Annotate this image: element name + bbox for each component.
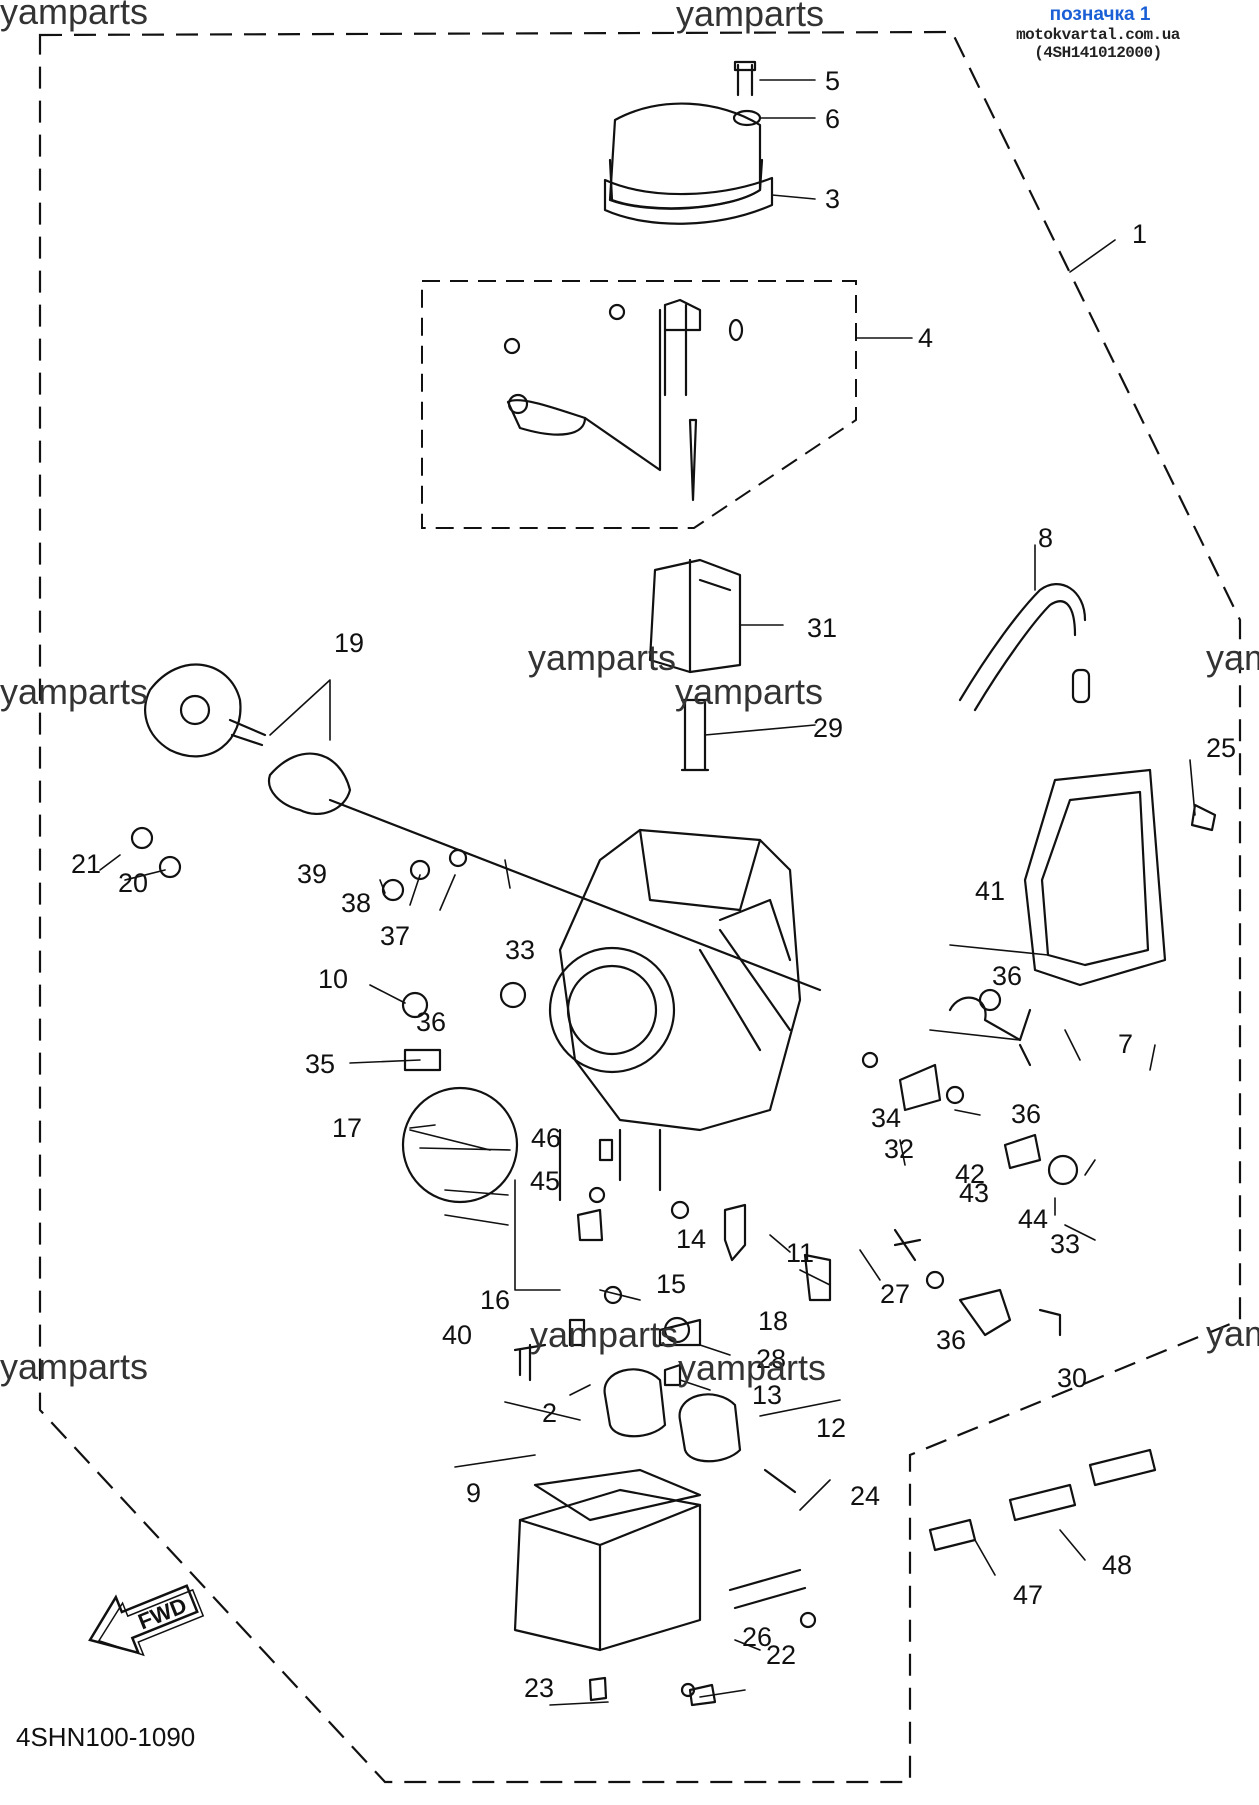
float-part: [603, 1368, 742, 1463]
callout-38: 38: [341, 888, 371, 918]
diagram-code: 4SHN100-1090: [16, 1722, 196, 1752]
callout-13: 13: [752, 1380, 782, 1410]
vent-hose-part: [958, 583, 1091, 712]
callout-36: 36: [992, 961, 1022, 991]
callout-labels: 1234567891011121314151617181920212223242…: [71, 66, 1236, 1703]
callout-19: 19: [334, 628, 364, 658]
callout-33: 33: [505, 935, 535, 965]
callout-48: 48: [1102, 1550, 1132, 1580]
callout-40: 40: [442, 1320, 472, 1350]
callout-37: 37: [380, 921, 410, 951]
callout-47: 47: [1013, 1580, 1043, 1610]
callout-34: 34: [871, 1103, 901, 1133]
carburetor-body: [548, 828, 802, 1202]
callout-18: 18: [758, 1306, 788, 1336]
watermark-text: yamparts: [1206, 637, 1259, 678]
callout-42: 42: [955, 1159, 985, 1189]
callout-7: 7: [1118, 1029, 1133, 1059]
watermark-text: yamparts: [0, 1346, 148, 1387]
callout-20: 20: [118, 868, 148, 898]
callout-23: 23: [524, 1673, 554, 1703]
callout-8: 8: [1038, 523, 1053, 553]
top-cover-part: [603, 60, 774, 225]
callout-29: 29: [813, 713, 843, 743]
callout-36: 36: [936, 1325, 966, 1355]
watermark-text: yamparts: [0, 671, 148, 712]
callout-12: 12: [816, 1413, 846, 1443]
callout-22: 22: [766, 1640, 796, 1670]
callout-26: 26: [742, 1622, 772, 1652]
callout-5: 5: [825, 66, 840, 96]
callout-3: 3: [825, 184, 840, 214]
callout-36: 36: [416, 1007, 446, 1037]
callout-32: 32: [884, 1134, 914, 1164]
watermark-text: yamparts: [530, 1314, 678, 1355]
needle-assembly-part: [503, 298, 744, 502]
callout-10: 10: [318, 964, 348, 994]
pin-parts: [728, 1448, 1157, 1610]
needle-assembly-boundary: [421, 280, 857, 529]
header-label: позначка 1: [1049, 4, 1151, 25]
callout-43: 43: [959, 1178, 989, 1208]
callout-11: 11: [786, 1238, 814, 1268]
callout-21: 21: [71, 849, 101, 879]
callout-17: 17: [332, 1113, 362, 1143]
callout-39: 39: [297, 859, 327, 889]
leader-lines: [99, 79, 1196, 1706]
callout-35: 35: [305, 1049, 335, 1079]
callout-41: 41: [975, 876, 1005, 906]
callout-6: 6: [825, 104, 840, 134]
watermark-text: yamparts: [678, 1347, 826, 1388]
callout-14: 14: [676, 1224, 706, 1254]
callout-15: 15: [656, 1269, 686, 1299]
watermark-text: yamparts: [676, 0, 824, 34]
float-chamber-cover-part: [1023, 768, 1167, 987]
header-source: motokvartal.com.ua (4SH141012000): [1016, 26, 1180, 62]
fwd-arrow-icon: FWD: [88, 1584, 205, 1657]
callout-27: 27: [880, 1279, 910, 1309]
callout-44: 44: [1018, 1204, 1048, 1234]
callout-36: 36: [1011, 1099, 1041, 1129]
callout-4: 4: [918, 323, 933, 353]
callout-31: 31: [807, 613, 837, 643]
callout-33: 33: [1050, 1229, 1080, 1259]
callout-46: 46: [531, 1123, 561, 1153]
callout-30: 30: [1057, 1363, 1087, 1393]
callout-28: 28: [756, 1344, 786, 1374]
assembly-boundary: [38, 30, 1242, 1784]
diaphragm-cover-part: [144, 663, 822, 992]
callout-25: 25: [1206, 733, 1236, 763]
watermark-text: yamparts: [675, 671, 823, 712]
callout-24: 24: [850, 1481, 880, 1511]
watermark-text: yamparts: [528, 637, 676, 678]
callout-9: 9: [466, 1478, 481, 1508]
watermark-text: yamparts: [1206, 1313, 1259, 1354]
callout-1: 1: [1132, 219, 1147, 249]
callout-2: 2: [542, 1398, 557, 1428]
watermark-text: yamparts: [0, 0, 148, 32]
callout-16: 16: [480, 1285, 510, 1315]
callout-45: 45: [530, 1166, 560, 1196]
float-bowl-part: [513, 1468, 702, 1652]
